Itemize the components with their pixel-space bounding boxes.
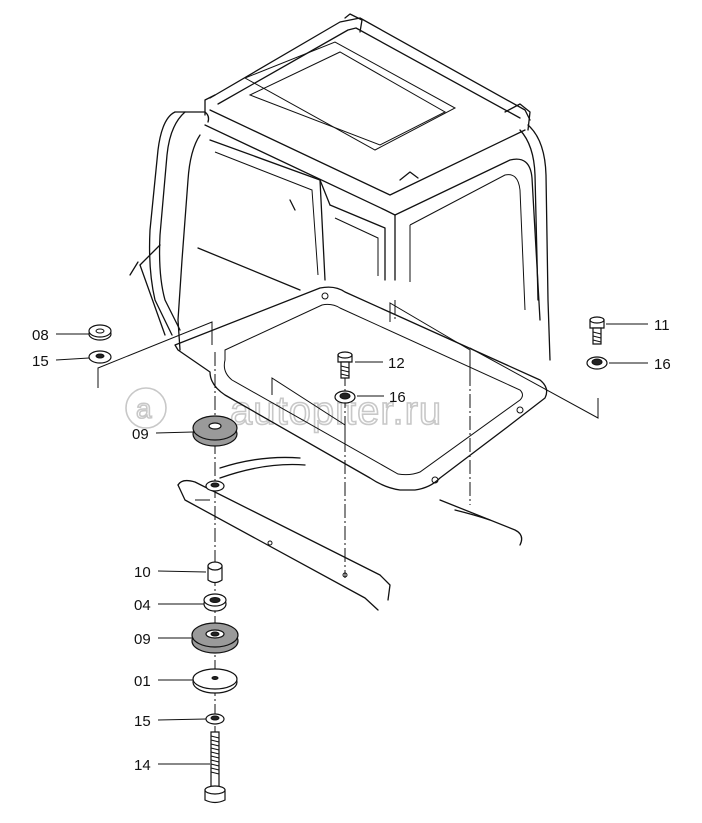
frame-hole-top — [205, 480, 225, 492]
rubber-mount-09-bottom — [191, 622, 239, 654]
plate-01 — [192, 668, 238, 694]
bolt-11 — [589, 316, 605, 345]
bolt-14 — [204, 731, 226, 804]
callout-15-bottom: 15 — [134, 713, 151, 730]
callout-01: 01 — [134, 673, 151, 690]
svg-text:a: a — [136, 393, 153, 424]
callout-10: 10 — [134, 564, 151, 581]
cab-floor-plate — [97, 286, 599, 611]
callout-15-top: 15 — [32, 353, 49, 370]
bolt-12 — [337, 351, 353, 379]
washer-15-bottom — [205, 713, 225, 725]
operator-cab — [129, 13, 551, 361]
callout-08-top: 08 — [32, 327, 49, 344]
rubber-mount-09-top — [192, 415, 238, 447]
callout-14: 14 — [134, 757, 151, 774]
collar-10 — [207, 561, 223, 584]
washer-16-right — [586, 356, 608, 370]
callout-16-right: 16 — [654, 356, 671, 373]
washer-15-top — [88, 350, 112, 364]
callouts: 08 15 09 12 16 11 16 10 04 09 01 15 14 — [32, 317, 671, 774]
callout-12: 12 — [388, 355, 405, 372]
washer-16-mid — [334, 390, 356, 404]
callout-11: 11 — [654, 317, 670, 334]
washer-04 — [203, 593, 227, 612]
nut-08-top — [88, 324, 112, 341]
callout-09-bottom: 09 — [134, 631, 151, 648]
callout-09-top: 09 — [132, 426, 149, 443]
callout-04: 04 — [134, 597, 151, 614]
callout-16-mid: 16 — [389, 389, 406, 406]
